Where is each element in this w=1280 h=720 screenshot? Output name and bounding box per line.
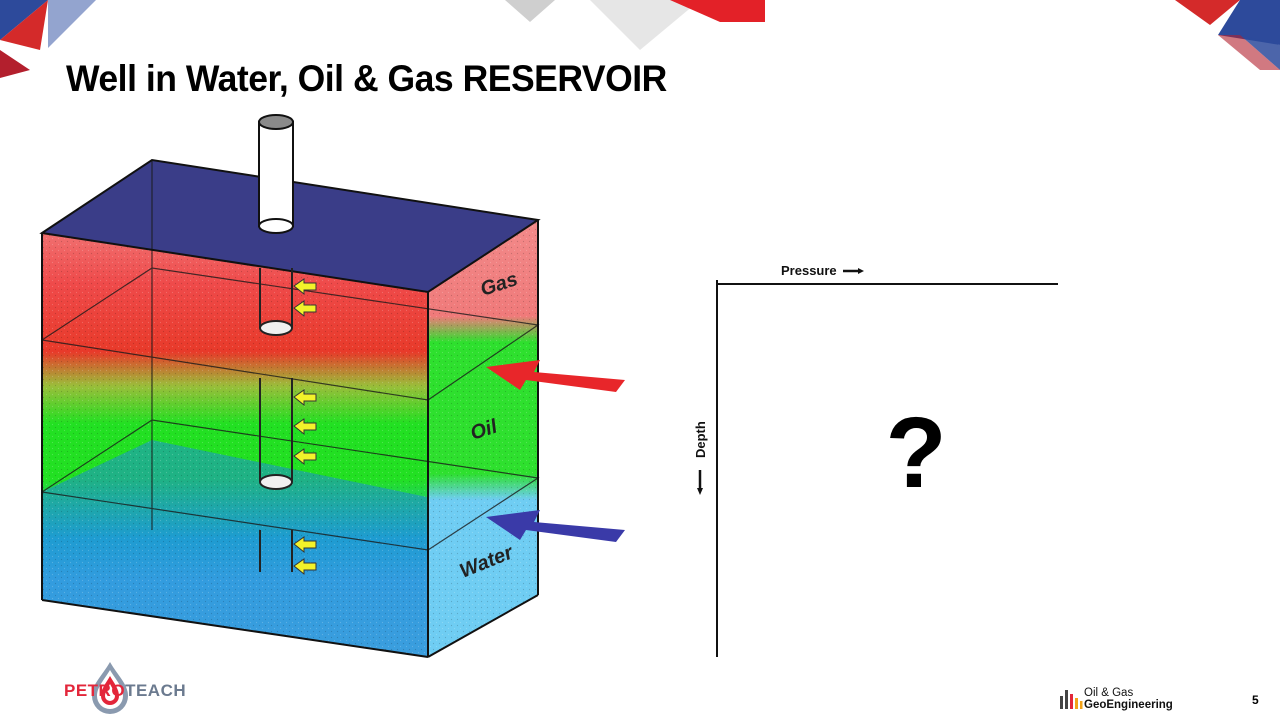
inflow-arrow xyxy=(293,418,317,436)
well-bore xyxy=(259,268,293,572)
oil-water-contact-arrow xyxy=(486,510,625,542)
geoengineering-logo-text: Oil & Gas GeoEngineering xyxy=(1084,687,1173,711)
question-mark: ? xyxy=(885,397,946,509)
inflow-arrow xyxy=(293,278,317,296)
inflow-arrow xyxy=(293,389,317,407)
inflow-arrow xyxy=(293,536,317,554)
depth-direction-arrow xyxy=(697,470,703,495)
gas-oil-contact-arrow xyxy=(486,360,625,392)
inflow-arrow xyxy=(293,300,317,318)
inflow-arrows xyxy=(293,278,317,576)
page-number: 5 xyxy=(1252,693,1259,707)
corner-decoration-top xyxy=(0,0,1280,78)
petroteach-logo-text: PETROTEACH xyxy=(64,681,187,700)
geoengineering-logo-icon xyxy=(1060,690,1083,709)
slide-title: Well in Water, Oil & Gas RESERVOIR xyxy=(66,58,667,99)
inflow-arrow xyxy=(293,558,317,576)
inflow-arrow xyxy=(293,448,317,466)
pressure-direction-arrow xyxy=(843,268,864,274)
pressure-axis-label: Pressure xyxy=(781,263,837,278)
well-pipe xyxy=(258,114,294,234)
depth-axis-label: Depth xyxy=(693,421,708,458)
petroteach-logo-icon xyxy=(92,662,128,714)
pressure-depth-plot: Pressure Depth ? xyxy=(693,263,1058,657)
